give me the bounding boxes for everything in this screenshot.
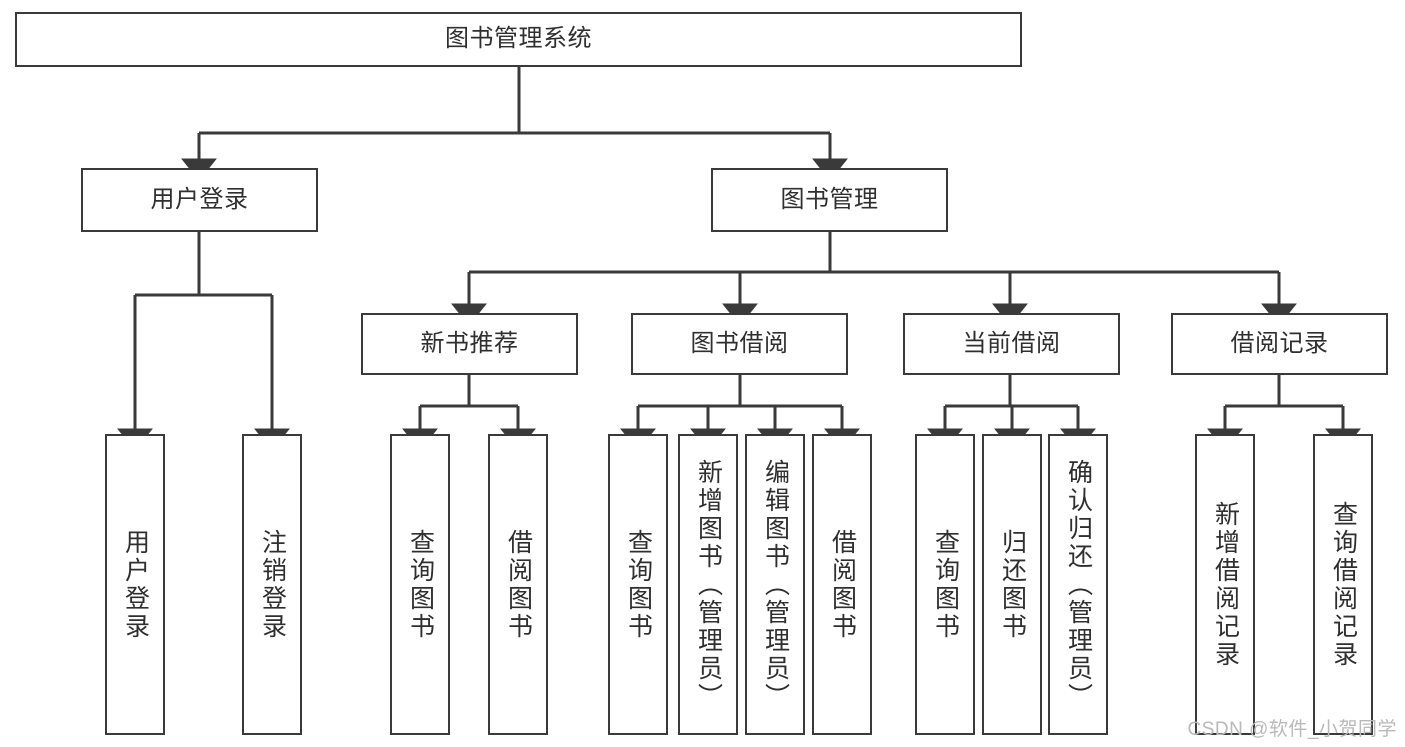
- leaf-query-book-2-label: 查询图书: [624, 528, 653, 641]
- leaf-add-record-label: 新增借阅记录: [1211, 500, 1240, 669]
- leaf-query-book-3[interactable]: 查询图书: [915, 434, 975, 735]
- node-current-borrow-label: 当前借阅: [962, 329, 1061, 357]
- leaf-edit-book-label: 编辑图书（管理员）: [761, 458, 790, 711]
- node-book-borrow[interactable]: 图书借阅: [631, 313, 848, 375]
- leaf-query-book-1[interactable]: 查询图书: [390, 434, 450, 735]
- leaf-borrow-book-2[interactable]: 借阅图书: [812, 434, 872, 735]
- leaf-confirm-return-label: 确认归还（管理员）: [1064, 458, 1093, 711]
- node-new-book-recommend-label: 新书推荐: [420, 329, 519, 357]
- node-borrow-record-label: 借阅记录: [1230, 329, 1329, 357]
- node-user-login-label: 用户登录: [150, 185, 249, 213]
- leaf-query-record[interactable]: 查询借阅记录: [1313, 434, 1373, 735]
- leaf-logout-login-label: 注销登录: [258, 528, 287, 641]
- leaf-add-book[interactable]: 新增图书（管理员）: [678, 434, 738, 735]
- node-book-manage[interactable]: 图书管理: [711, 168, 948, 232]
- leaf-user-login[interactable]: 用户登录: [105, 434, 165, 735]
- node-root-label: 图书管理系统: [445, 25, 592, 53]
- node-current-borrow[interactable]: 当前借阅: [903, 313, 1120, 375]
- leaf-query-book-1-label: 查询图书: [406, 528, 435, 641]
- leaf-logout-login[interactable]: 注销登录: [242, 434, 302, 735]
- leaf-return-book[interactable]: 归还图书: [982, 434, 1042, 735]
- node-new-book-recommend[interactable]: 新书推荐: [361, 313, 578, 375]
- node-book-manage-label: 图书管理: [780, 185, 879, 213]
- leaf-query-record-label: 查询借阅记录: [1329, 500, 1358, 669]
- leaf-borrow-book-1[interactable]: 借阅图书: [488, 434, 548, 735]
- node-root[interactable]: 图书管理系统: [15, 12, 1022, 67]
- node-user-login[interactable]: 用户登录: [81, 168, 318, 232]
- leaf-query-book-3-label: 查询图书: [931, 528, 960, 641]
- leaf-confirm-return[interactable]: 确认归还（管理员）: [1048, 434, 1108, 735]
- leaf-borrow-book-1-label: 借阅图书: [504, 528, 533, 641]
- leaf-borrow-book-2-label: 借阅图书: [828, 528, 857, 641]
- leaf-query-book-2[interactable]: 查询图书: [608, 434, 668, 735]
- leaf-return-book-label: 归还图书: [998, 528, 1027, 641]
- leaf-add-record[interactable]: 新增借阅记录: [1195, 434, 1255, 735]
- node-book-borrow-label: 图书借阅: [690, 329, 789, 357]
- leaf-add-book-label: 新增图书（管理员）: [694, 458, 723, 711]
- leaf-user-login-label: 用户登录: [121, 528, 150, 641]
- leaf-edit-book[interactable]: 编辑图书（管理员）: [745, 434, 805, 735]
- node-borrow-record[interactable]: 借阅记录: [1171, 313, 1388, 375]
